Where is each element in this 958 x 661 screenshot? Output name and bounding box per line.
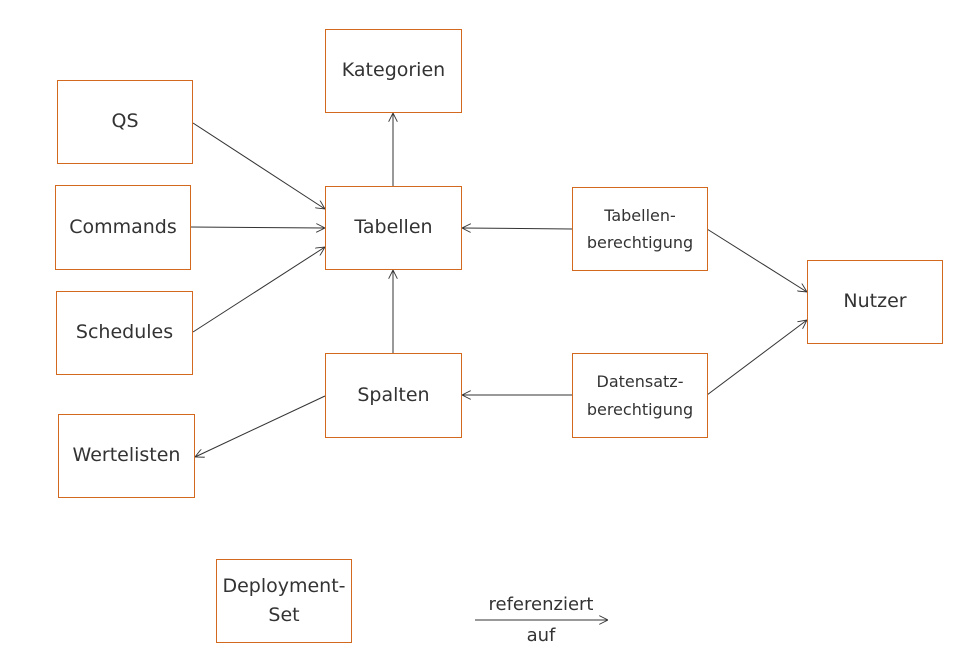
edge-commands-to-tabellen bbox=[189, 227, 325, 228]
node-deployment-set: Deployment- Set bbox=[216, 559, 352, 643]
edge-qs-to-tabellen bbox=[192, 122, 325, 209]
node-tabellenberechtigung: Tabellen- berechtigung bbox=[572, 187, 708, 271]
node-wertelisten: Wertelisten bbox=[58, 414, 195, 498]
node-spalten: Spalten bbox=[325, 353, 462, 438]
edge-spalten-to-wertelisten bbox=[195, 395, 326, 457]
node-tabellen: Tabellen bbox=[325, 186, 462, 270]
edge-tabellenberechtigung-to-nutzer bbox=[706, 228, 807, 292]
node-schedules: Schedules bbox=[56, 291, 193, 375]
edge-schedules-to-tabellen bbox=[192, 247, 325, 333]
node-datensatzberechtigung: Datensatz- berechtigung bbox=[572, 353, 708, 438]
edge-datensatzberechtigung-to-nutzer bbox=[706, 320, 807, 396]
node-kategorien: Kategorien bbox=[325, 29, 462, 113]
node-commands: Commands bbox=[55, 185, 191, 270]
legend-label-bottom: auf bbox=[526, 625, 556, 646]
edge-tabellenberechtigung-to-tabellen bbox=[462, 228, 573, 229]
node-qs: QS bbox=[57, 80, 193, 164]
legend-label-top: referenziert bbox=[488, 594, 594, 615]
node-nutzer: Nutzer bbox=[807, 260, 943, 344]
